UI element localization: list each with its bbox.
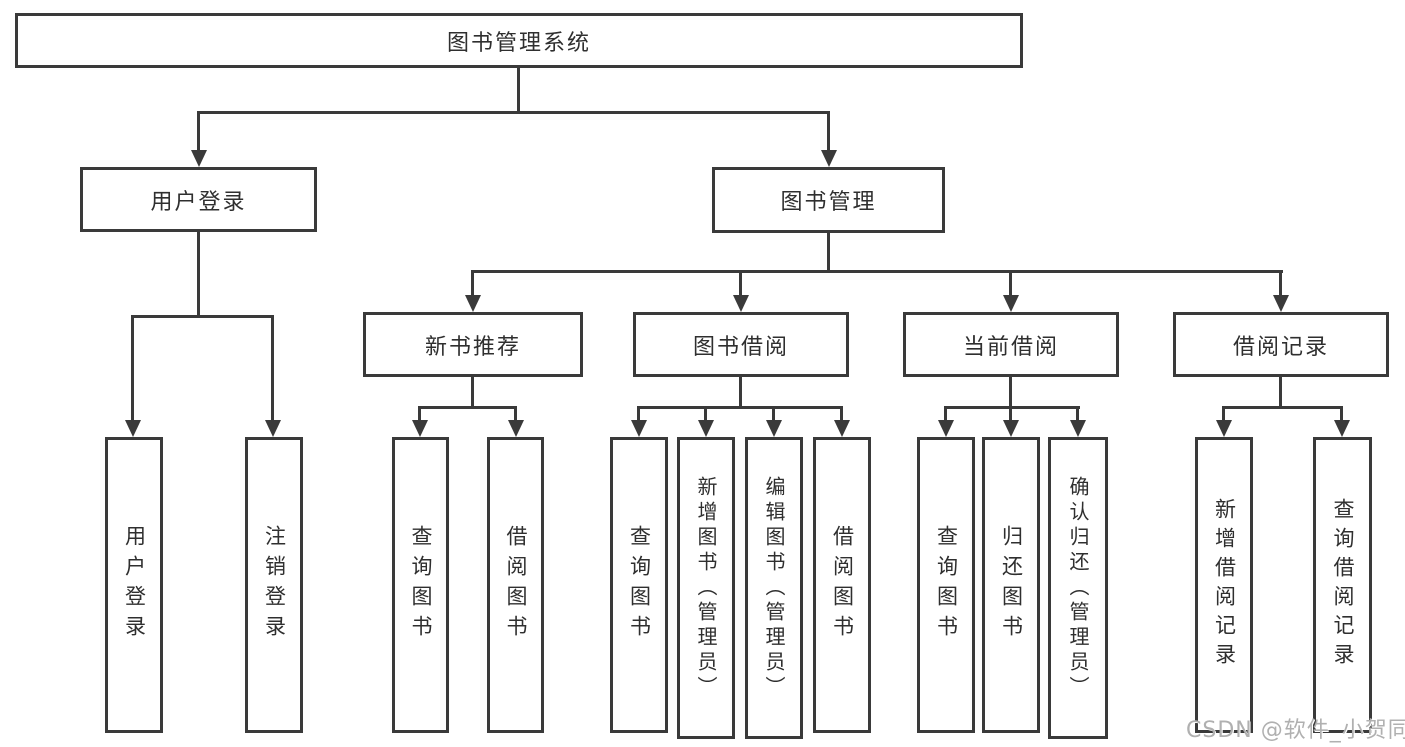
connector-stem-borrow-leaf3 [772,406,775,422]
root-node: 图书管理系统 [15,13,1023,68]
connector-stem-recommend [471,270,474,297]
arrow-to-user-login [191,150,207,167]
leaf-borrow-query-books-label: 查询图书 [627,525,652,645]
connector-stem-current-leaf1 [944,406,947,422]
node-borrow-records: 借阅记录 [1173,312,1389,377]
node-new-book-recommend: 新书推荐 [363,312,583,377]
csdn-watermark: CSDN @软件_小贺同学 [1186,718,1405,743]
arrow-current-leaf2 [1003,420,1019,437]
connector-stem-records-leaf1 [1222,406,1225,422]
connector-root-stem [517,68,520,112]
node-new-book-recommend-label: 新书推荐 [424,334,521,360]
leaf-user-login: 用户登录 [105,437,163,733]
connector-stem-recommend-leaf1 [418,406,421,422]
arrow-to-records [1273,295,1289,312]
node-book-management: 图书管理 [712,167,945,233]
arrow-to-leaf-logout [265,420,281,437]
arrow-borrow-leaf4 [834,420,850,437]
node-book-borrow-label: 图书借阅 [692,334,789,360]
connector-recommend-stem [471,377,474,409]
connector-level3-rail [471,270,1283,273]
leaf-record-query-borrow-record-label: 查询借阅记录 [1331,498,1355,672]
connector-borrow-rail [637,406,843,409]
root-node-label: 图书管理系统 [446,30,591,56]
leaf-borrow-borrow-books: 借阅图书 [813,437,871,733]
connector-stem-current-leaf2 [1009,406,1012,422]
leaf-logout: 注销登录 [245,437,303,733]
node-current-borrow: 当前借阅 [903,312,1119,377]
leaf-record-add-borrow-record-label: 新增借阅记录 [1212,498,1237,672]
arrow-to-borrow [733,295,749,312]
node-book-borrow: 图书借阅 [633,312,849,377]
arrow-borrow-leaf1 [631,420,647,437]
leaf-record-add-borrow-record: 新增借阅记录 [1195,437,1253,733]
connector-stem-borrow-leaf1 [637,406,640,422]
leaf-recommend-query-books-label: 查询图书 [409,525,433,645]
connector-stem-current [1009,270,1012,297]
leaf-borrow-add-books-admin-label: 新增图书（管理员） [694,475,718,701]
arrow-recommend-leaf1 [412,420,428,437]
arrow-borrow-leaf3 [766,420,782,437]
connector-borrow-stem [739,377,742,409]
connector-recommend-rail [418,406,517,409]
leaf-current-return-books-label: 归还图书 [999,525,1024,645]
arrow-borrow-leaf2 [698,420,714,437]
connector-level2-rail [198,111,830,114]
connector-stem-records [1279,270,1282,297]
connector-stem-borrow-leaf4 [840,406,843,422]
arrow-to-leaf-login [125,420,141,437]
arrow-records-leaf1 [1216,420,1232,437]
leaf-current-query-books-label: 查询图书 [934,525,959,645]
connector-current-rail [944,406,1080,409]
arrow-to-book-management [821,150,837,167]
leaf-current-return-books: 归还图书 [982,437,1040,733]
leaf-borrow-edit-books-admin-label: 编辑图书（管理员） [762,475,786,701]
leaf-user-login-label: 用户登录 [122,525,147,645]
connector-user-login-stem [197,232,200,318]
connector-stem-leaf-login [131,315,134,422]
node-book-management-label: 图书管理 [780,190,877,215]
leaf-logout-label: 注销登录 [262,525,287,645]
connector-current-stem [1009,377,1012,409]
leaf-borrow-borrow-books-label: 借阅图书 [830,525,855,645]
leaf-borrow-query-books: 查询图书 [610,437,668,733]
leaf-recommend-borrow-books-label: 借阅图书 [504,525,528,645]
connector-user-login-rail [131,315,274,318]
node-user-login-label: 用户登录 [150,189,247,215]
arrow-recommend-leaf2 [508,420,524,437]
leaf-current-query-books: 查询图书 [917,437,975,733]
node-borrow-records-label: 借阅记录 [1232,334,1329,360]
leaf-record-query-borrow-record: 查询借阅记录 [1313,437,1372,733]
connector-records-stem [1279,377,1282,409]
connector-stem-borrow-leaf2 [704,406,707,422]
connector-book-management-stem [827,233,830,273]
node-user-login: 用户登录 [80,167,317,232]
arrow-records-leaf2 [1334,420,1350,437]
node-current-borrow-label: 当前借阅 [962,334,1059,360]
connector-records-rail [1222,406,1343,409]
leaf-current-confirm-return-admin: 确认归还（管理员） [1048,437,1108,739]
connector-stem-recommend-leaf2 [514,406,517,422]
leaf-recommend-query-books: 查询图书 [392,437,449,733]
leaf-borrow-add-books-admin: 新增图书（管理员） [677,437,735,739]
connector-stem-records-leaf2 [1340,406,1343,422]
arrow-to-recommend [465,295,481,312]
leaf-current-confirm-return-admin-label: 确认归还（管理员） [1066,475,1090,701]
arrow-to-current [1003,295,1019,312]
connector-stem-book-management [827,111,830,152]
leaf-borrow-edit-books-admin: 编辑图书（管理员） [745,437,803,739]
leaf-recommend-borrow-books: 借阅图书 [487,437,544,733]
connector-stem-borrow [739,270,742,297]
connector-stem-current-leaf3 [1076,406,1079,422]
connector-stem-leaf-logout [271,315,274,422]
arrow-current-leaf3 [1070,420,1086,437]
connector-stem-user-login [197,111,200,152]
arrow-current-leaf1 [938,420,954,437]
